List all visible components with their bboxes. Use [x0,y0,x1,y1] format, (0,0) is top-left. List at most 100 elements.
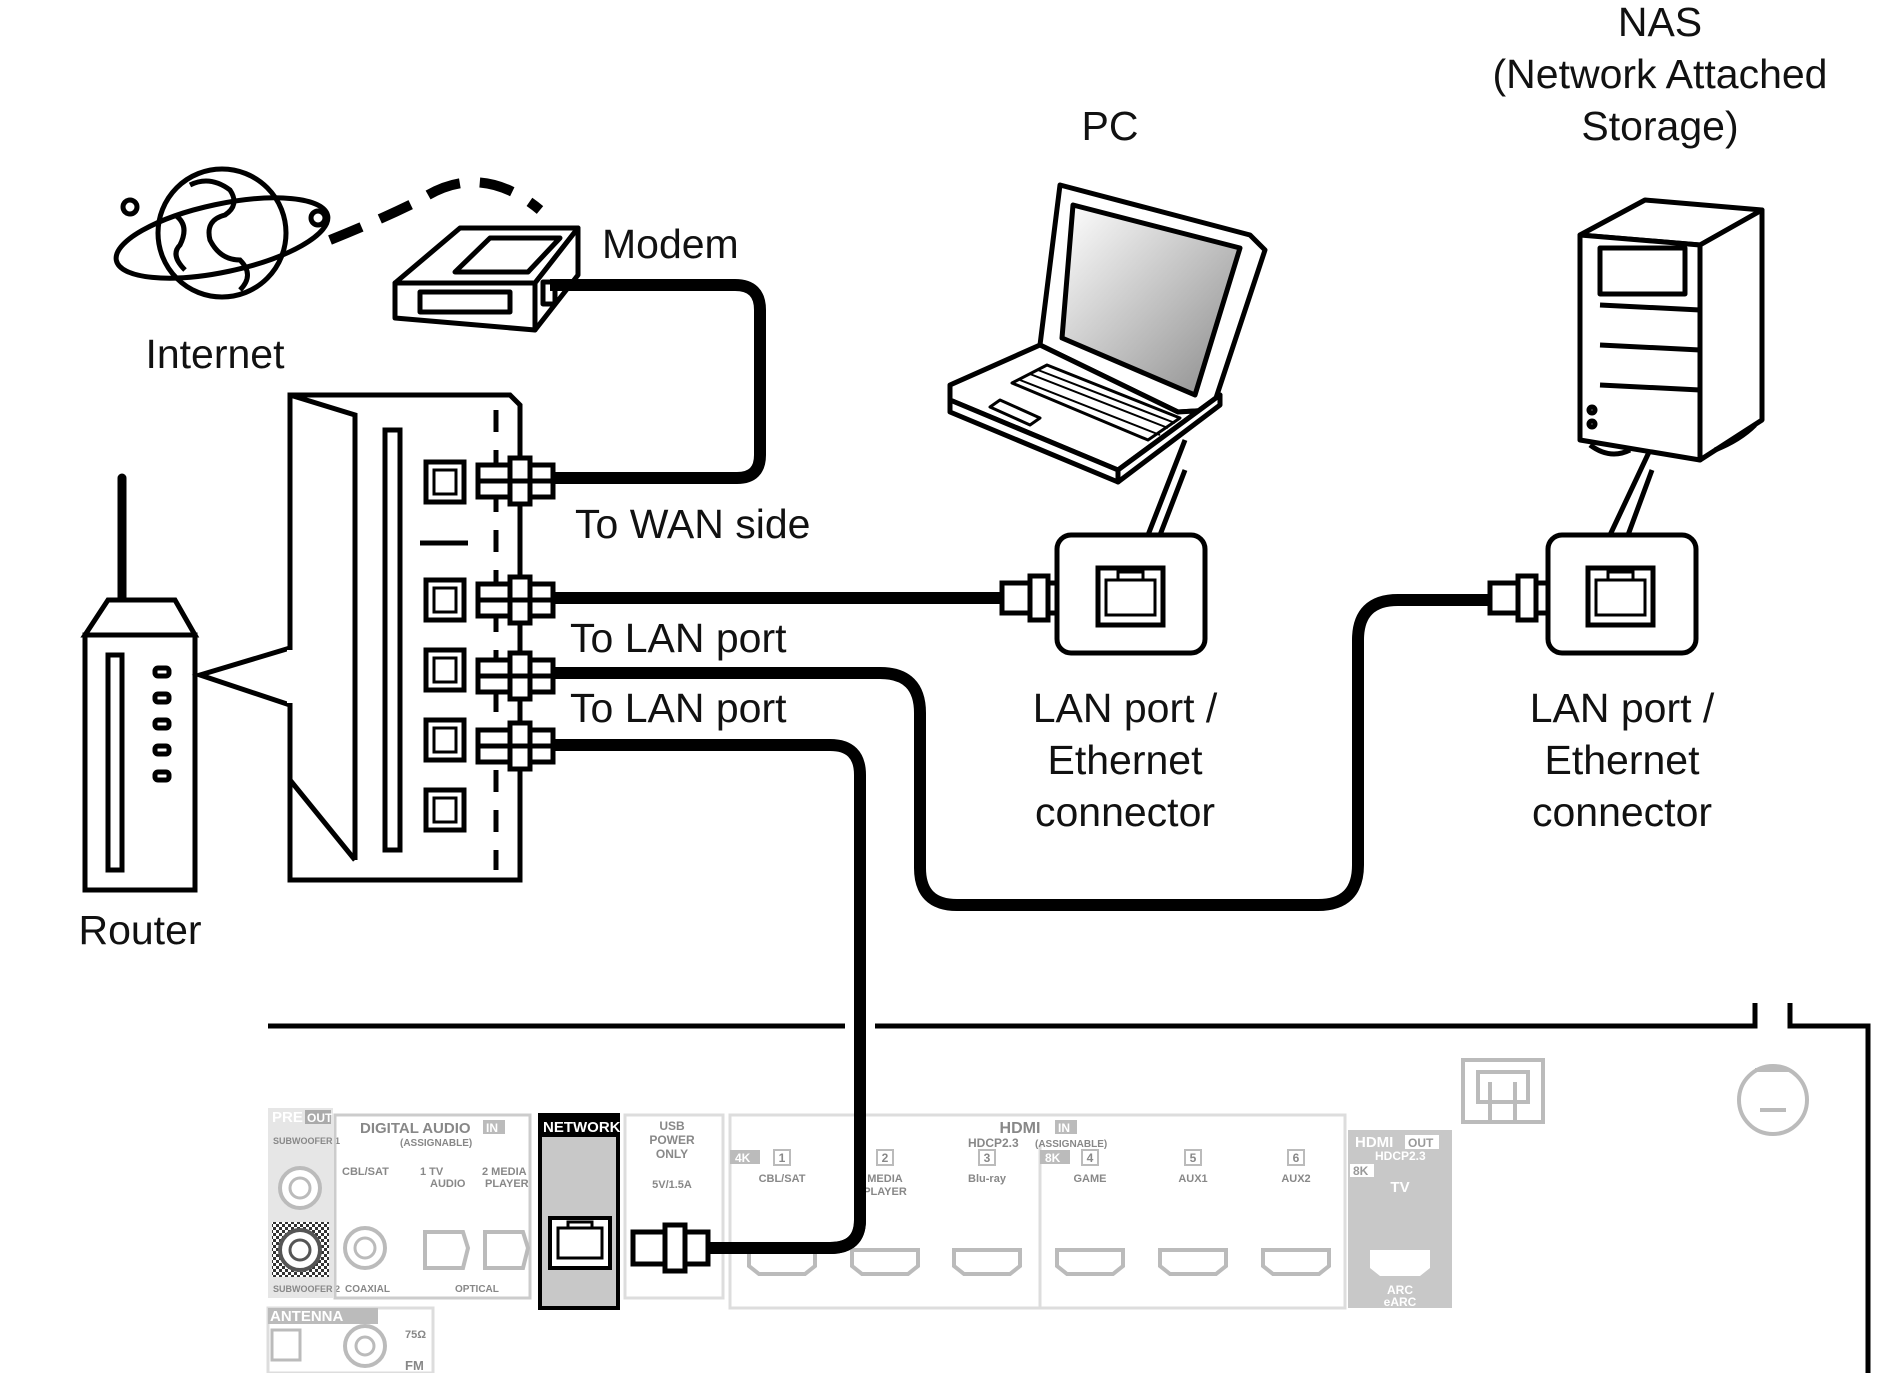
cable-lan-to-nas [555,594,1490,911]
cable-modem-to-wan [550,279,766,484]
hdmi-input-name: AUX2 [1281,1173,1310,1185]
to-lan-label-2: To LAN port [570,685,787,731]
hdmi-input-name: Blu-ray [968,1173,1007,1185]
pc-connector-label-line2: Ethernet [1048,737,1204,783]
svg-text:COAXIAL: COAXIAL [345,1284,390,1295]
svg-text:ONLY: ONLY [656,1147,688,1161]
hdmi-input-name: PLAYER [863,1186,907,1198]
router-ports [423,459,467,833]
hdmi-input-number: 6 [1293,1151,1300,1165]
svg-text:OUT: OUT [1408,1136,1434,1150]
antenna-section: ANTENNA 75Ω FM [266,1306,435,1373]
router-port-lan-4 [423,787,467,833]
hdmi-port-icon [850,1248,920,1276]
hdmi-input-name: GAME [1074,1173,1107,1185]
pc-laptop-icon [947,182,1268,485]
svg-text:HDCP2.3: HDCP2.3 [968,1136,1019,1150]
svg-text:ARC: ARC [1387,1283,1413,1297]
svg-text:USB: USB [659,1119,685,1133]
av-receiver-rear-panel: PRE OUT SUBWOOFER 1 SUBWOOFER 2 DIGITAL … [266,1003,1871,1373]
pc-lan-connector-zoom [1054,439,1208,656]
cable-into-receiver [710,1020,866,1254]
internet-label: Internet [145,331,285,377]
hdmi-port-icon [1055,1248,1125,1276]
plug-wan [475,455,556,507]
svg-text:PRE: PRE [272,1109,303,1126]
svg-text:AUDIO: AUDIO [430,1178,466,1190]
receiver-network-port [548,1216,612,1270]
svg-text:75Ω: 75Ω [405,1329,426,1341]
svg-text:8K: 8K [1045,1151,1061,1165]
svg-text:5V/1.5A: 5V/1.5A [652,1179,692,1191]
router-port-lan-3 [423,717,467,763]
hdmi-port-icon [1158,1248,1228,1276]
svg-text:(ASSIGNABLE): (ASSIGNABLE) [400,1138,472,1149]
hdmi-input-name: CBL/SAT [759,1173,806,1185]
router-port-lan-1 [423,577,467,623]
plug-receiver-top [630,1222,711,1274]
svg-text:TV: TV [1390,1179,1409,1196]
svg-text:4K: 4K [735,1151,751,1165]
hdmi-input-number: 4 [1087,1151,1094,1165]
plug-lan-pc [475,574,556,626]
svg-text:FM: FM [405,1358,424,1373]
hdmi-port-icon [1261,1248,1331,1276]
hdmi-out-section: HDMI OUT HDCP2.3 8K TV ARC eARC [1348,1130,1452,1309]
internet-link-dashed [328,177,544,245]
svg-text:PLAYER: PLAYER [485,1178,529,1190]
svg-text:CBL/SAT: CBL/SAT [342,1166,389,1178]
nas-label: NAS [1618,0,1702,45]
router-back-panel-zoom [191,392,523,883]
internet-globe-icon [113,166,331,300]
pc-connector-label-line3: connector [1035,789,1215,835]
pc-label: PC [1082,103,1139,149]
nas-label-line2: (Network Attached [1493,51,1828,97]
svg-text:NETWORK: NETWORK [543,1119,621,1136]
router-label: Router [78,907,201,953]
svg-text:SUBWOOFER 1: SUBWOOFER 1 [273,1136,340,1146]
nas-server-icon [1577,197,1765,463]
digital-audio-in-section: DIGITAL AUDIO IN (ASSIGNABLE) CBL/SAT 1 … [333,1113,532,1300]
svg-text:HDMI: HDMI [1000,1120,1041,1137]
svg-text:OUT: OUT [307,1111,333,1125]
pre-out-section: PRE OUT SUBWOOFER 1 SUBWOOFER 2 [268,1108,340,1298]
svg-text:OPTICAL: OPTICAL [455,1284,499,1295]
svg-text:ANTENNA: ANTENNA [270,1308,343,1325]
network-port-section: NETWORK [538,1113,621,1310]
nas-connector-label-line2: Ethernet [1545,737,1701,783]
nas-connector-label-line3: connector [1532,789,1712,835]
nas-lan-connector-zoom [1545,448,1699,656]
svg-text:1 TV: 1 TV [420,1166,444,1178]
svg-text:DIGITAL AUDIO: DIGITAL AUDIO [360,1120,471,1137]
wireless-antenna-mount [1461,1058,1809,1136]
svg-text:2 MEDIA: 2 MEDIA [482,1166,527,1178]
hdmi-input-number: 2 [882,1151,889,1165]
hdmi-input-number: 5 [1190,1151,1197,1165]
nas-connector-label: LAN port / [1530,685,1715,731]
router-port-lan-2 [423,647,467,693]
router-icon [80,473,200,893]
diagram-labels: NAS (Network Attached Storage) PC Modem … [78,0,1827,953]
hdmi-input-number: 3 [984,1151,991,1165]
hdmi-port-icon [952,1248,1022,1276]
to-lan-label-1: To LAN port [570,615,787,661]
hdmi-input-number: 1 [779,1151,786,1165]
svg-text:HDMI: HDMI [1355,1134,1393,1151]
svg-text:IN: IN [1058,1121,1070,1135]
hdmi-input-name: AUX1 [1178,1173,1207,1185]
usb-power-only-section: USB POWER ONLY 5V/1.5A [623,1113,725,1300]
svg-text:8K: 8K [1353,1164,1369,1178]
svg-text:POWER: POWER [649,1133,695,1147]
hdmi-in-section: HDMI IN HDCP2.3 (ASSIGNABLE) 4K 8K [728,1113,1347,1310]
router-port-wan [423,459,467,505]
svg-text:eARC: eARC [1384,1295,1417,1309]
to-wan-label: To WAN side [575,501,810,547]
